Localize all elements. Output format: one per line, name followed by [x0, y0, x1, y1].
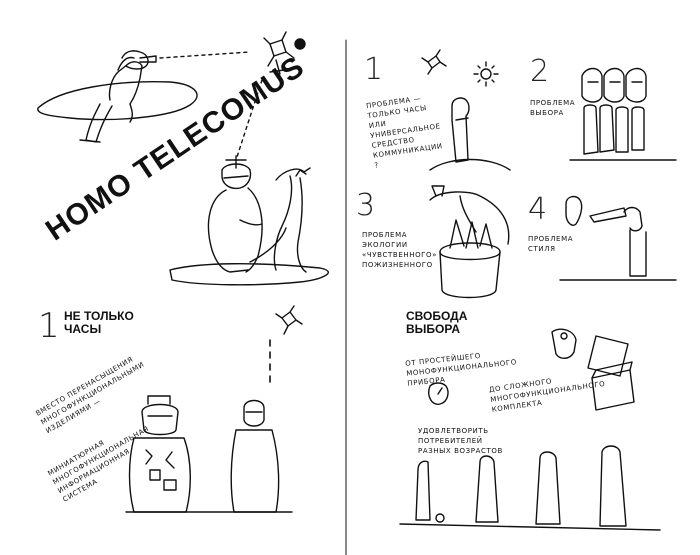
- cell-4-drawing: [559, 195, 677, 281]
- cell-3-drawing: [429, 185, 510, 299]
- cell-3-number: 3: [356, 188, 376, 223]
- cell-1-drawing: [421, 49, 511, 171]
- cell-2-number: 2: [530, 54, 550, 89]
- cell-4-text: ПРОБЛЕМА СТИЛЯ: [528, 235, 574, 253]
- cell-1-number: 1: [364, 52, 384, 87]
- section-2-heading: СВОБОДА ВЫБОРА: [406, 309, 468, 336]
- section-1-number: 1: [38, 306, 60, 346]
- cell-2-drawing: [569, 67, 677, 161]
- man-and-kangaroo-drawing: [169, 155, 329, 286]
- cell-1-text: ПРОБЛЕМА — ТОЛЬКО ЧАСЫ ИЛИ УНИВЕРСАЛЬНОЕ…: [365, 94, 444, 170]
- bottom-right-drawing: [399, 328, 661, 531]
- satellite-drawing: [263, 31, 306, 75]
- sight-line-dashes: [159, 51, 263, 161]
- cell-3-text: ПРОБЛЕМА ЭКОЛОГИИ «ЧУВСТВЕННОГО» ПОЖИЗНЕ…: [362, 231, 438, 269]
- man-on-cloud-drawing: [37, 50, 198, 143]
- cell-4-number: 4: [528, 192, 548, 227]
- cell-2-text: ПРОБЛЕМА ВЫБОРА: [530, 99, 576, 117]
- section-1-heading: НЕ ТОЛЬКО ЧАСЫ: [64, 309, 134, 336]
- section-2-text-c: УДОВЛЕТВОРИТЬ ПОТРЕБИТЕЛЕЙ РАЗНЫХ ВОЗРАС…: [418, 427, 503, 455]
- bottom-left-drawing: [125, 305, 303, 513]
